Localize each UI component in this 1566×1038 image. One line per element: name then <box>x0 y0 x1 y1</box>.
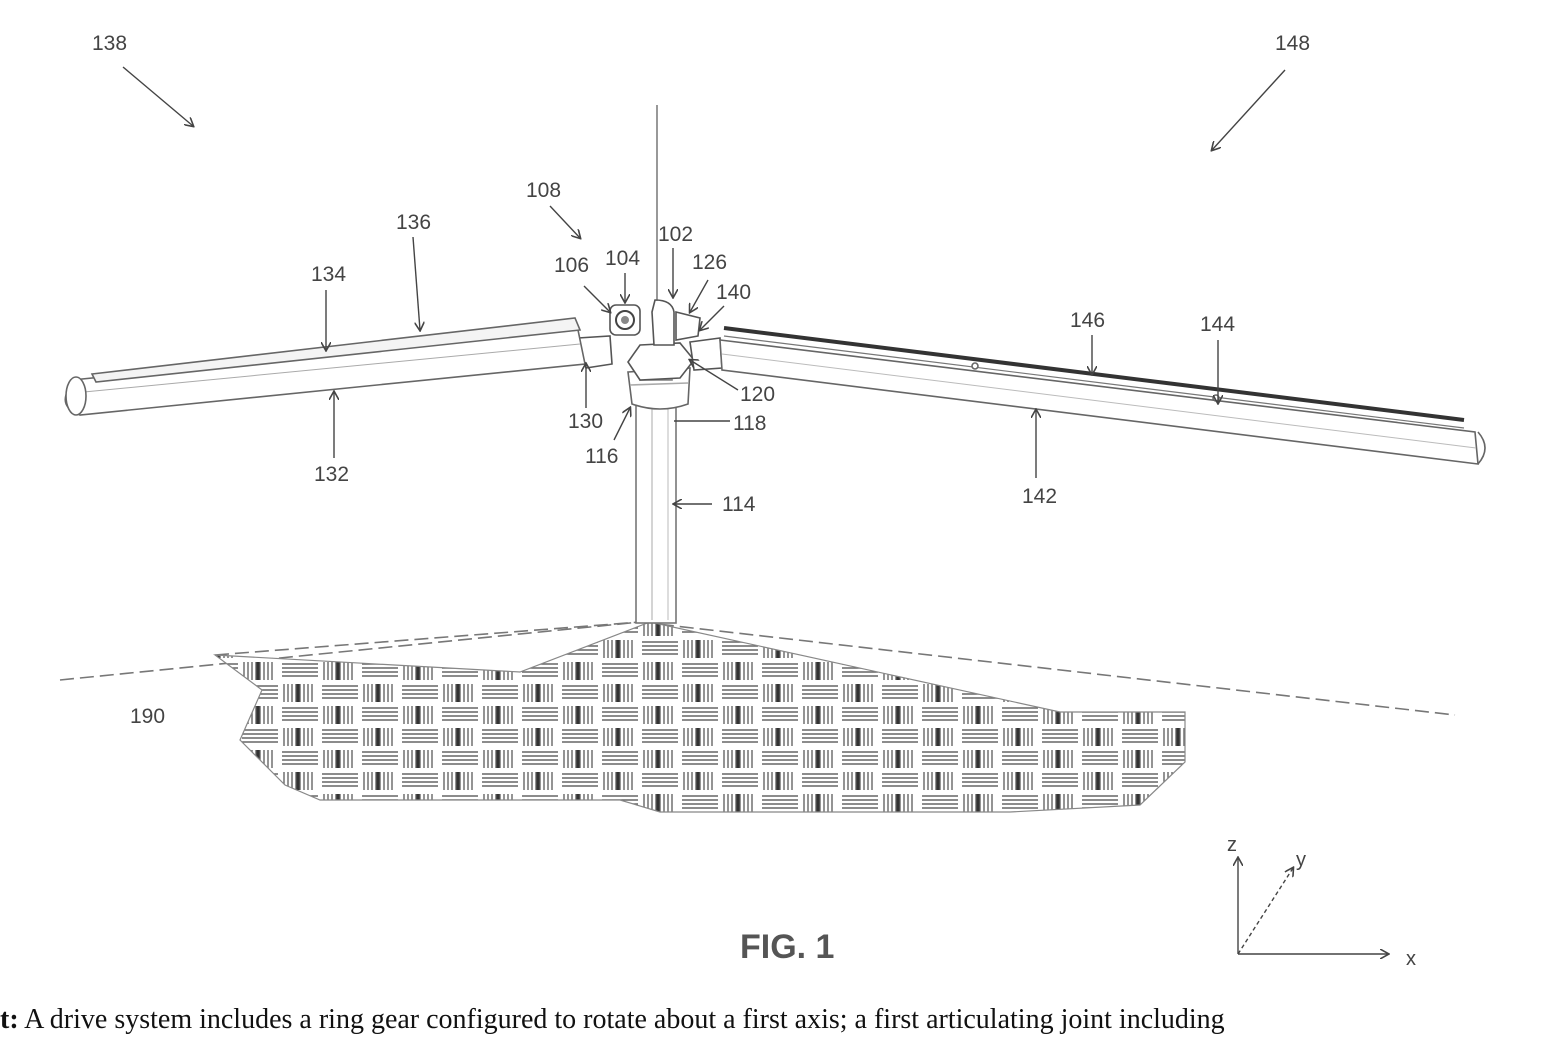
axis-label-y: y <box>1296 849 1306 871</box>
axis-label-x: x <box>1406 948 1416 970</box>
label-116: 116 <box>585 445 618 468</box>
left-torque-tube <box>65 318 585 415</box>
abstract-caption: t: A drive system includes a ring gear c… <box>0 1006 1566 1038</box>
label-146: 146 <box>1070 309 1105 332</box>
coordinate-axes <box>1238 858 1388 954</box>
arrow-108 <box>550 206 580 238</box>
right-torque-tube <box>720 328 1485 464</box>
label-102: 102 <box>658 223 693 246</box>
label-126: 126 <box>692 251 727 274</box>
arrow-138 <box>123 67 193 126</box>
hub-assembly <box>578 300 722 380</box>
label-136: 136 <box>396 211 431 234</box>
label-132: 132 <box>314 463 349 486</box>
label-142: 142 <box>1022 485 1057 508</box>
arrow-140 <box>700 306 724 330</box>
label-114: 114 <box>722 493 756 516</box>
support-post <box>636 385 676 623</box>
label-148: 148 <box>1275 32 1310 55</box>
arrow-106 <box>584 286 610 312</box>
y-axis <box>1238 868 1293 954</box>
caption-text: A drive system includes a ring gear conf… <box>19 1006 1225 1035</box>
arrow-116 <box>614 408 630 440</box>
caption-prefix: t: <box>0 1006 19 1035</box>
label-134: 134 <box>311 263 346 286</box>
arrow-126 <box>690 280 708 312</box>
label-130: 130 <box>568 410 603 433</box>
axis-label-z: z <box>1227 834 1237 856</box>
arrow-136 <box>413 237 420 330</box>
label-104: 104 <box>605 247 640 270</box>
label-190: 190 <box>130 705 165 728</box>
label-118: 118 <box>733 412 766 435</box>
label-120: 120 <box>740 383 775 406</box>
leader-arrows <box>123 67 1285 504</box>
label-138: 138 <box>92 32 127 55</box>
label-144: 144 <box>1200 313 1235 336</box>
figure-title: FIG. 1 <box>740 928 834 966</box>
label-140: 140 <box>716 281 751 304</box>
arrow-148 <box>1212 70 1285 150</box>
label-106: 106 <box>554 254 589 277</box>
label-108: 108 <box>526 179 561 202</box>
